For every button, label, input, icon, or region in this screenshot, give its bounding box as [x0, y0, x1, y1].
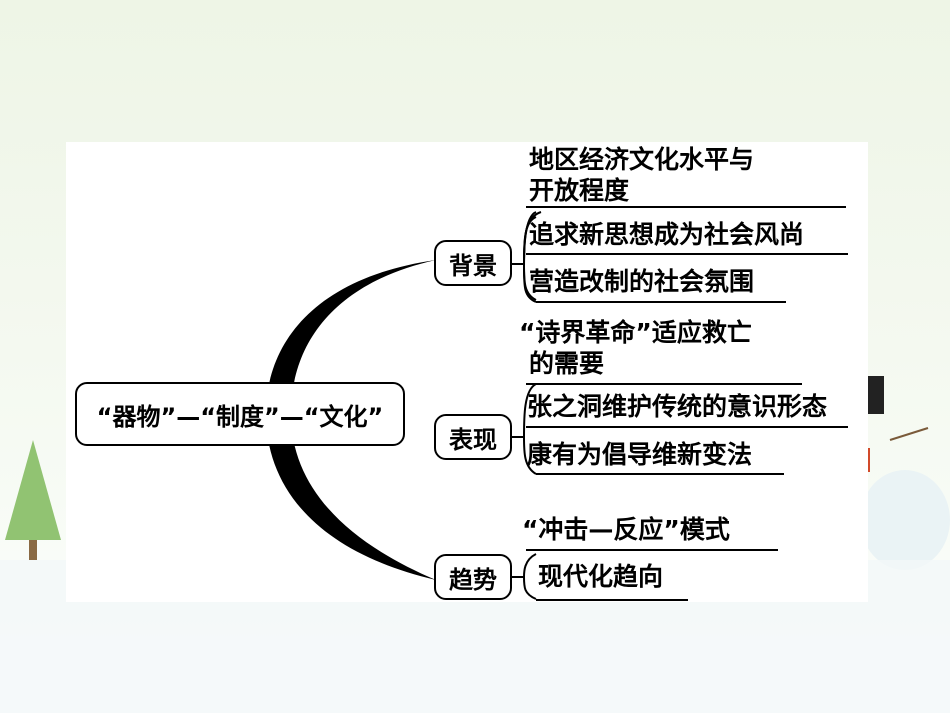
leaf-text: 康有为倡导维新变法 — [527, 440, 753, 469]
leaf-text: “诗界革命”适应救亡 — [519, 318, 752, 347]
bracket-trend — [511, 549, 778, 601]
leaf-text: 地区经济文化水平与 — [529, 145, 755, 174]
mindmap-slide: “器物”—“制度”—“文化” 背景 表现 趋势 地区经济文化水平与 开放程度 追… — [66, 142, 868, 602]
branch-node-background: 背景 — [434, 240, 512, 286]
root-node: “器物”—“制度”—“文化” — [75, 382, 405, 446]
leaf-text: “冲击—反应”模式 — [522, 515, 730, 544]
branch-node-manifestation: 表现 — [434, 414, 512, 460]
mindmap-connectors — [266, 206, 848, 601]
leaf-text: 张之洞维护传统的意识形态 — [527, 392, 828, 421]
leaf-text: 开放程度 — [529, 176, 630, 205]
branch-node-trend: 趋势 — [434, 554, 512, 600]
snowman-icon — [858, 376, 950, 570]
christmas-tree-icon — [5, 440, 61, 560]
bracket-manifestation — [511, 383, 848, 475]
bracket-background — [511, 206, 848, 303]
leaf-text: 的需要 — [529, 349, 605, 378]
leaf-text: 现代化趋向 — [538, 562, 664, 591]
leaf-text: 追求新思想成为社会风尚 — [529, 220, 805, 249]
leaf-text: 营造改制的社会氛围 — [529, 267, 755, 296]
branch-brace — [266, 260, 436, 580]
